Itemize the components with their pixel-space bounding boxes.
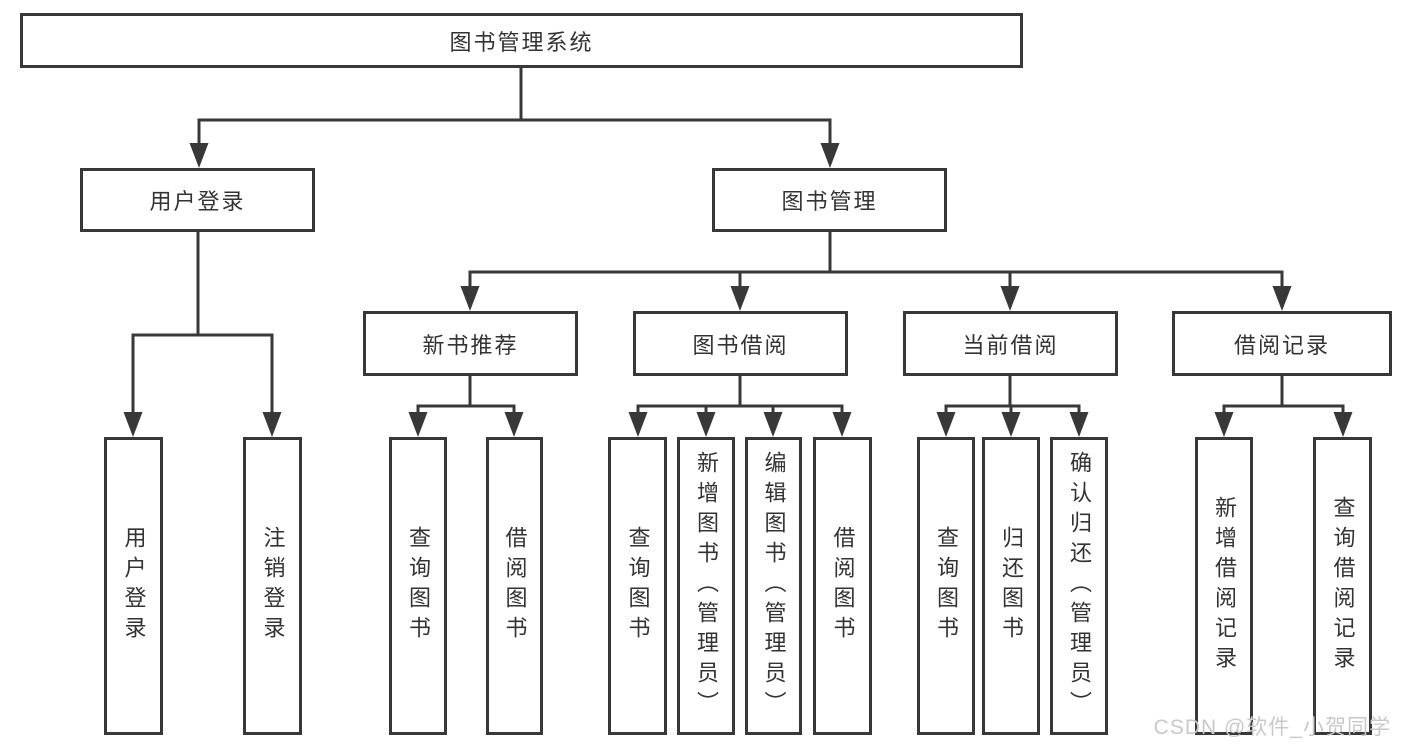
leaf-query-books-2: 查询图书 — [608, 437, 667, 735]
leaf-borrow-books-2-label: 借阅图书 — [830, 526, 856, 646]
leaf-edit-books-admin: 编辑图书（管理员） — [745, 437, 802, 735]
node-current-borrowing-label: 当前借阅 — [962, 332, 1059, 358]
leaf-add-borrow-record-label: 新增借阅记录 — [1212, 496, 1237, 676]
csdn-watermark: CSDN @软件_小贺同学 — [1153, 716, 1391, 739]
arrowhead-return-books — [1001, 412, 1021, 437]
leaf-add-books-admin-label: 新增图书（管理员） — [694, 451, 719, 721]
leaf-confirm-return-admin-label: 确认归还（管理员） — [1067, 451, 1092, 721]
leaf-user-login-label: 用户登录 — [121, 526, 147, 646]
arrowhead-book-management — [820, 143, 840, 168]
arrowhead-query-books-3 — [936, 412, 956, 437]
leaf-query-books-3-label: 查询图书 — [934, 526, 959, 646]
leaf-user-login: 用户登录 — [104, 437, 163, 735]
leaf-query-books-1-label: 查询图书 — [406, 526, 431, 646]
node-user-login-label: 用户登录 — [149, 189, 246, 214]
leaf-borrow-books-1: 借阅图书 — [486, 437, 543, 735]
node-current-borrowing: 当前借阅 — [903, 311, 1118, 376]
node-new-book-recommend-label: 新书推荐 — [422, 332, 519, 358]
leaf-query-books-3: 查询图书 — [917, 437, 975, 735]
leaf-edit-books-admin-label: 编辑图书（管理员） — [761, 451, 787, 721]
leaf-return-books-label: 归还图书 — [999, 526, 1024, 646]
node-book-management-label: 图书管理 — [781, 189, 878, 214]
arrowhead-query-borrow-record — [1333, 412, 1353, 437]
leaf-query-borrow-record: 查询借阅记录 — [1313, 437, 1372, 735]
leaf-query-borrow-record-label: 查询借阅记录 — [1330, 496, 1356, 676]
arrowhead-user-login — [189, 143, 209, 168]
arrowhead-leaf-logout — [262, 412, 282, 437]
arrowhead-borrowing-records — [1272, 286, 1292, 311]
arrowhead-leaf-user-login — [123, 412, 143, 437]
leaf-add-books-admin: 新增图书（管理员） — [677, 437, 735, 735]
leaf-logout: 注销登录 — [243, 437, 302, 735]
node-user-login: 用户登录 — [80, 168, 315, 232]
arrowhead-edit-books-admin — [763, 412, 783, 437]
leaf-add-borrow-record: 新增借阅记录 — [1195, 437, 1253, 735]
leaf-borrow-books-1-label: 借阅图书 — [502, 526, 528, 646]
arrowhead-query-books-2 — [628, 412, 648, 437]
node-root-label: 图书管理系统 — [449, 29, 594, 55]
arrowhead-current-borrowing — [1000, 286, 1020, 311]
arrowhead-new-book-recommend — [460, 286, 480, 311]
node-borrowing-records-label: 借阅记录 — [1233, 332, 1330, 358]
leaf-confirm-return-admin: 确认归还（管理员） — [1050, 437, 1108, 735]
node-book-borrowing: 图书借阅 — [633, 311, 848, 376]
leaf-borrow-books-2: 借阅图书 — [813, 437, 872, 735]
node-book-borrowing-label: 图书借阅 — [692, 332, 789, 358]
node-new-book-recommend: 新书推荐 — [363, 311, 578, 376]
leaf-query-books-2-label: 查询图书 — [625, 526, 651, 646]
arrowhead-add-books-admin — [696, 412, 716, 437]
node-borrowing-records: 借阅记录 — [1172, 311, 1392, 376]
leaf-logout-label: 注销登录 — [260, 526, 286, 646]
arrowhead-query-books-1 — [408, 412, 428, 437]
arrowhead-add-borrow-record — [1214, 412, 1234, 437]
leaf-return-books: 归还图书 — [982, 437, 1040, 735]
arrowhead-confirm-return-admin — [1069, 412, 1089, 437]
arrowhead-borrow-books-1 — [504, 412, 524, 437]
node-book-management: 图书管理 — [712, 168, 947, 232]
arrowhead-borrow-books-2 — [832, 412, 852, 437]
leaf-query-books-1: 查询图书 — [389, 437, 447, 735]
arrowhead-book-borrowing — [730, 286, 750, 311]
node-root: 图书管理系统 — [20, 13, 1023, 68]
